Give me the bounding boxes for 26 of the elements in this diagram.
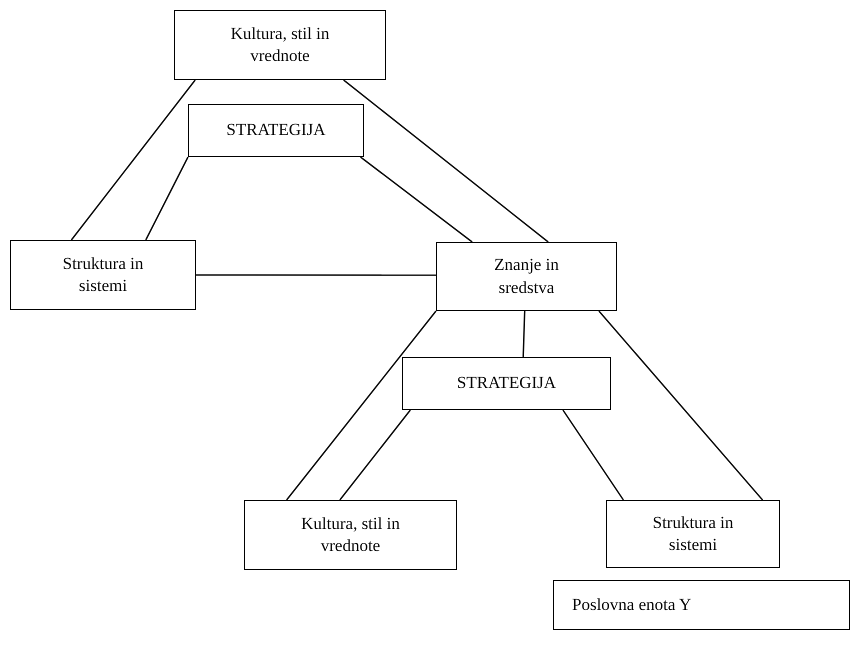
process-box: [606, 500, 780, 568]
box-label: STRATEGIJA: [456, 372, 556, 394]
process-box: [553, 580, 850, 630]
process-box: [402, 357, 611, 410]
connector-line: [286, 310, 437, 500]
box-label: Kultura, stil in vrednote: [300, 512, 401, 557]
process-box: [436, 242, 617, 311]
process-box: [188, 104, 364, 157]
process-box: [174, 10, 386, 80]
connector-line: [343, 79, 549, 243]
connector-line: [562, 410, 624, 500]
box-label: STRATEGIJA: [226, 119, 326, 142]
process-box: [244, 500, 457, 570]
box-label: Kultura, stil in vrednote: [230, 22, 330, 67]
connector-line: [145, 156, 189, 240]
connector-line: [522, 310, 526, 358]
process-box: [10, 240, 196, 310]
box-label: Znanje in sredstva: [493, 254, 560, 298]
connector-line: [70, 80, 196, 240]
connector-line: [360, 156, 473, 243]
connector-line: [196, 274, 436, 276]
box-label: Poslovna enota Y: [572, 594, 692, 616]
connector-line: [598, 310, 764, 500]
box-label: Struktura in sistemi: [62, 252, 144, 297]
box-label: Struktura in sistemi: [652, 512, 734, 556]
connector-line: [339, 410, 411, 500]
